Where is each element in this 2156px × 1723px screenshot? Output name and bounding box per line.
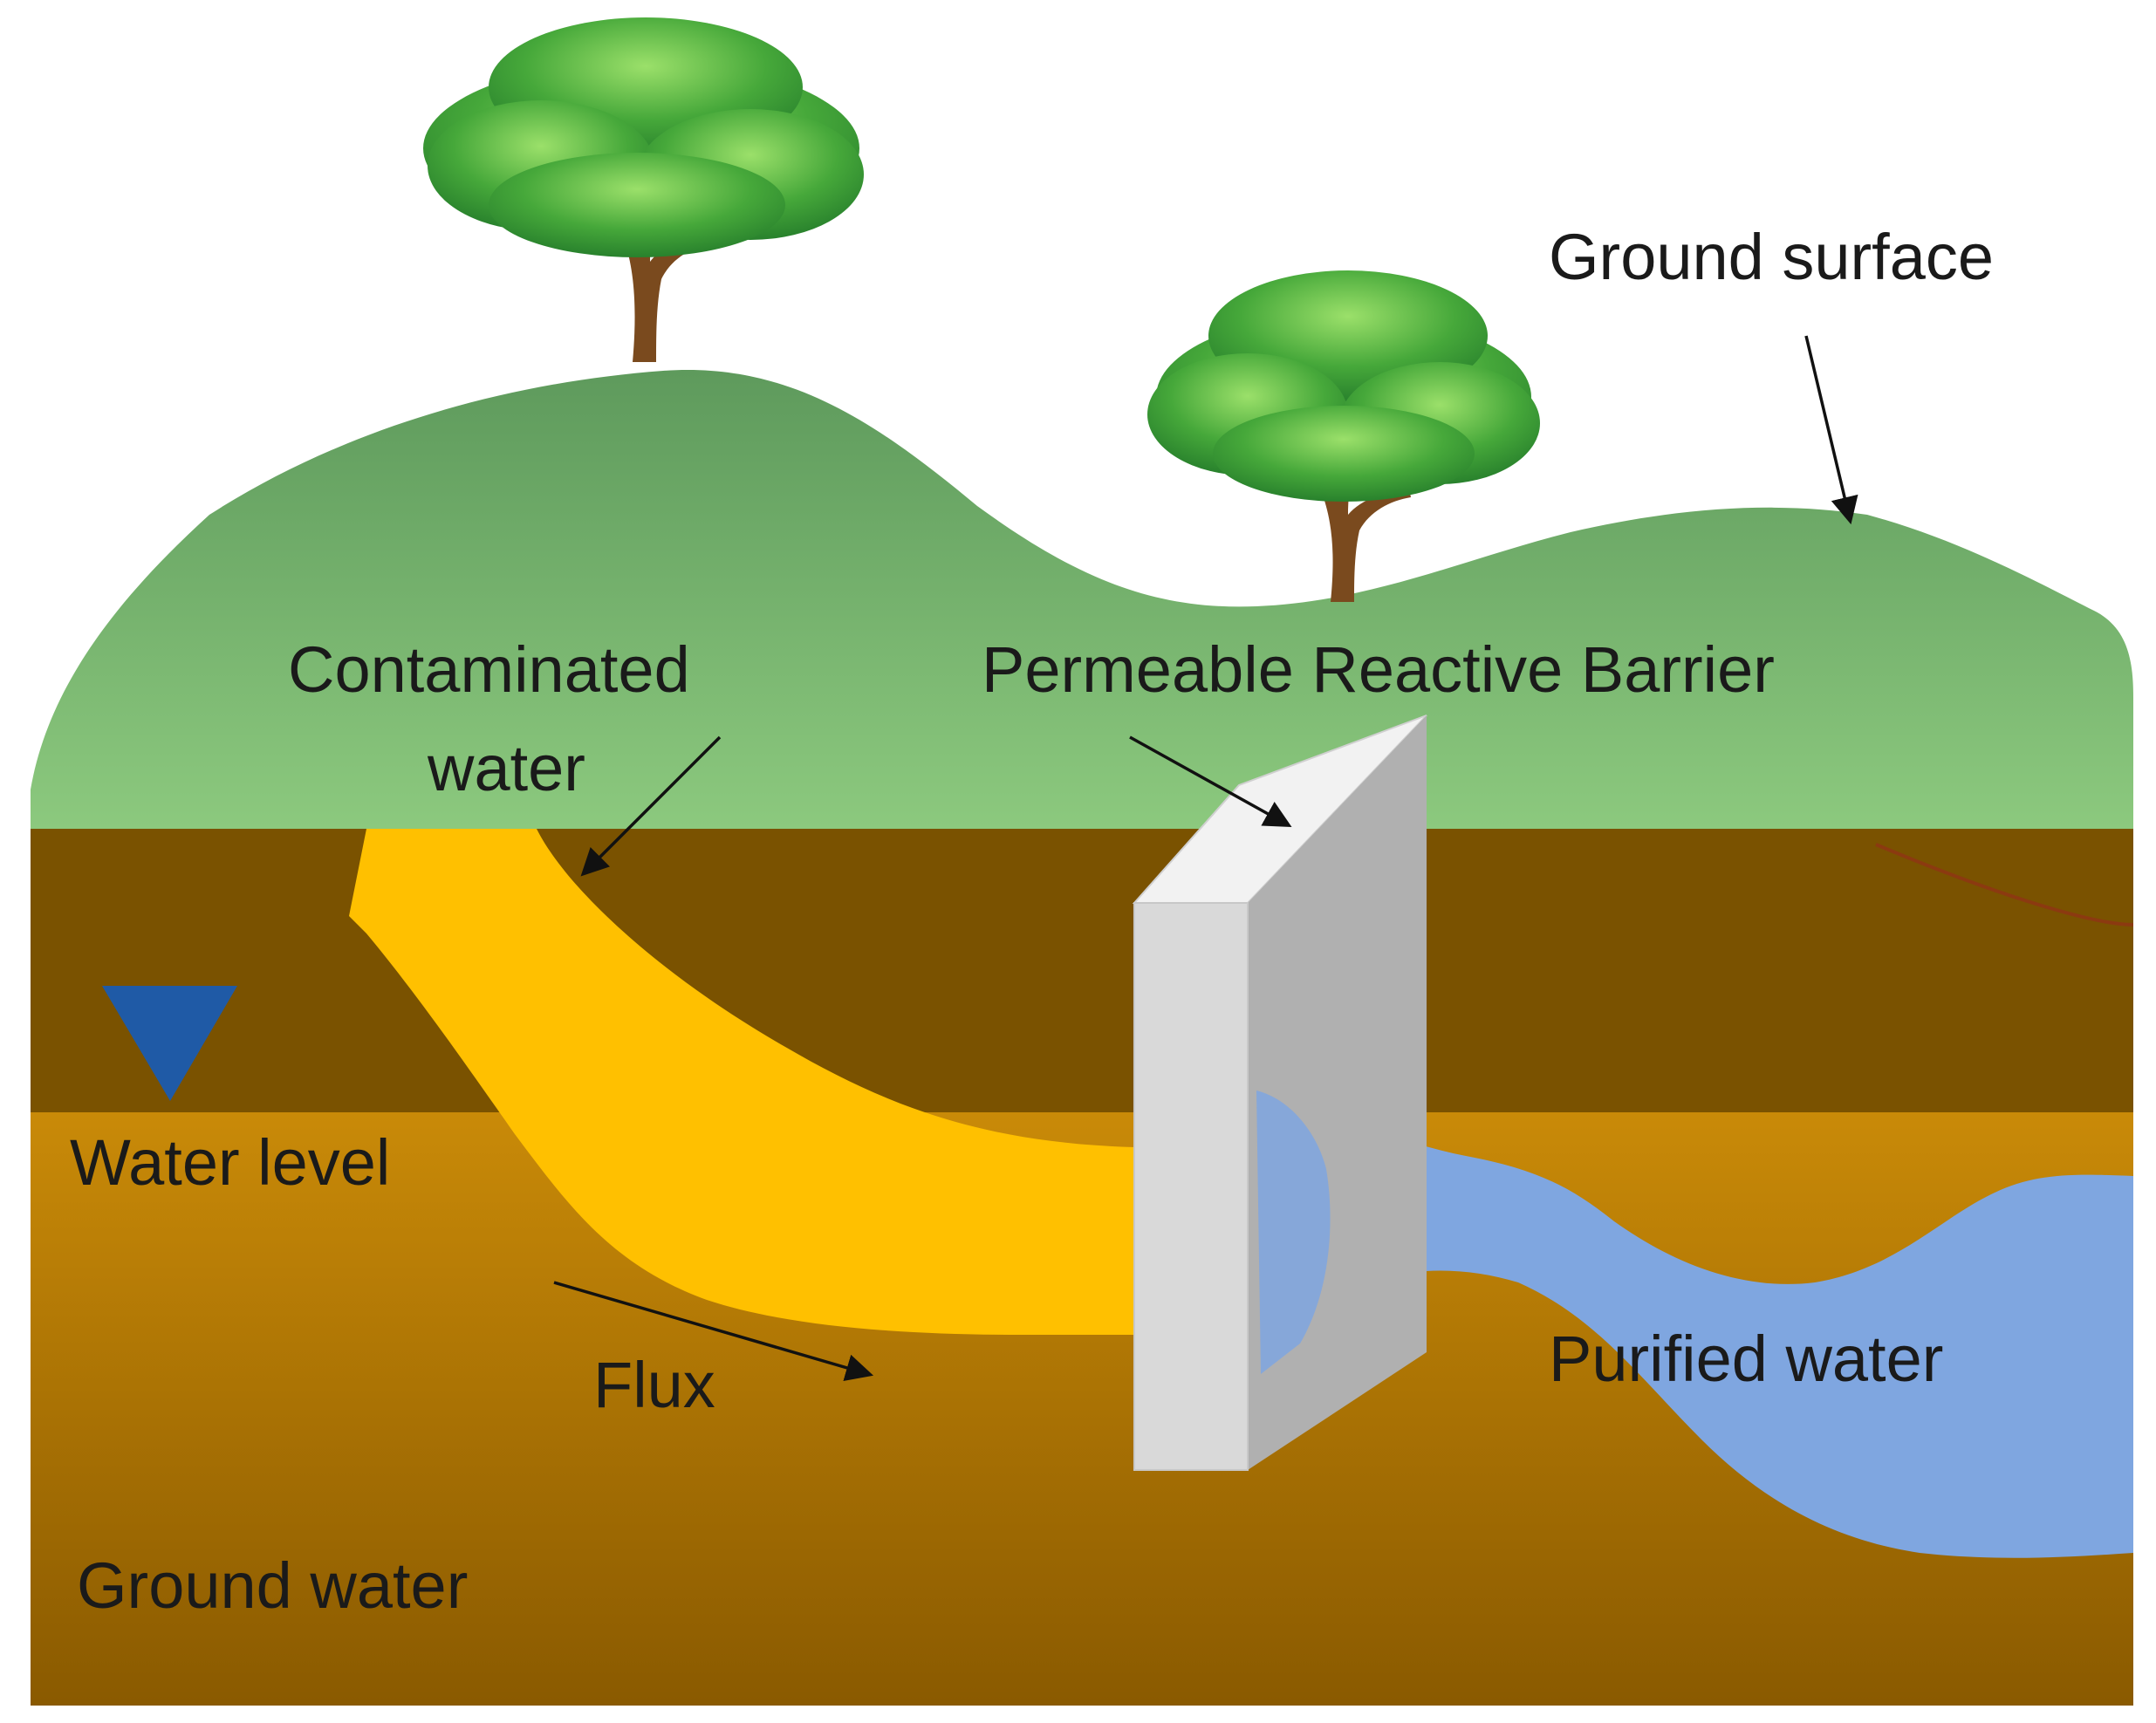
purified-water-label: Purified water — [1549, 1323, 1944, 1395]
barrier-front — [1133, 902, 1249, 1471]
prb-arrow — [1129, 735, 1292, 828]
ground-surface-arrow — [1804, 335, 1858, 525]
tree-icon — [423, 17, 864, 362]
contaminated-water-label-line1: Contaminated — [288, 633, 690, 706]
tree-icon — [1147, 270, 1540, 602]
ground-water-label: Ground water — [77, 1549, 469, 1622]
contaminated-water-arrow — [580, 735, 722, 877]
water-level-label: Water level — [70, 1126, 391, 1199]
ground-surface-label: Ground surface — [1549, 221, 1995, 293]
purified-water — [1256, 1091, 2133, 1558]
flux-label: Flux — [593, 1349, 715, 1421]
contaminated-water-label-line2: water — [428, 732, 585, 804]
contaminated-plume — [349, 829, 1134, 1335]
root-line — [1875, 843, 2134, 926]
ground-surface-hill — [31, 369, 2133, 830]
flux-arrow — [553, 1281, 874, 1382]
water-level-marker-icon — [102, 986, 237, 1101]
barrier-water-inlet — [1256, 1091, 1331, 1374]
prb-label: Permeable Reactive Barrier — [982, 633, 1775, 706]
upper-soil-layer — [31, 829, 2133, 1112]
